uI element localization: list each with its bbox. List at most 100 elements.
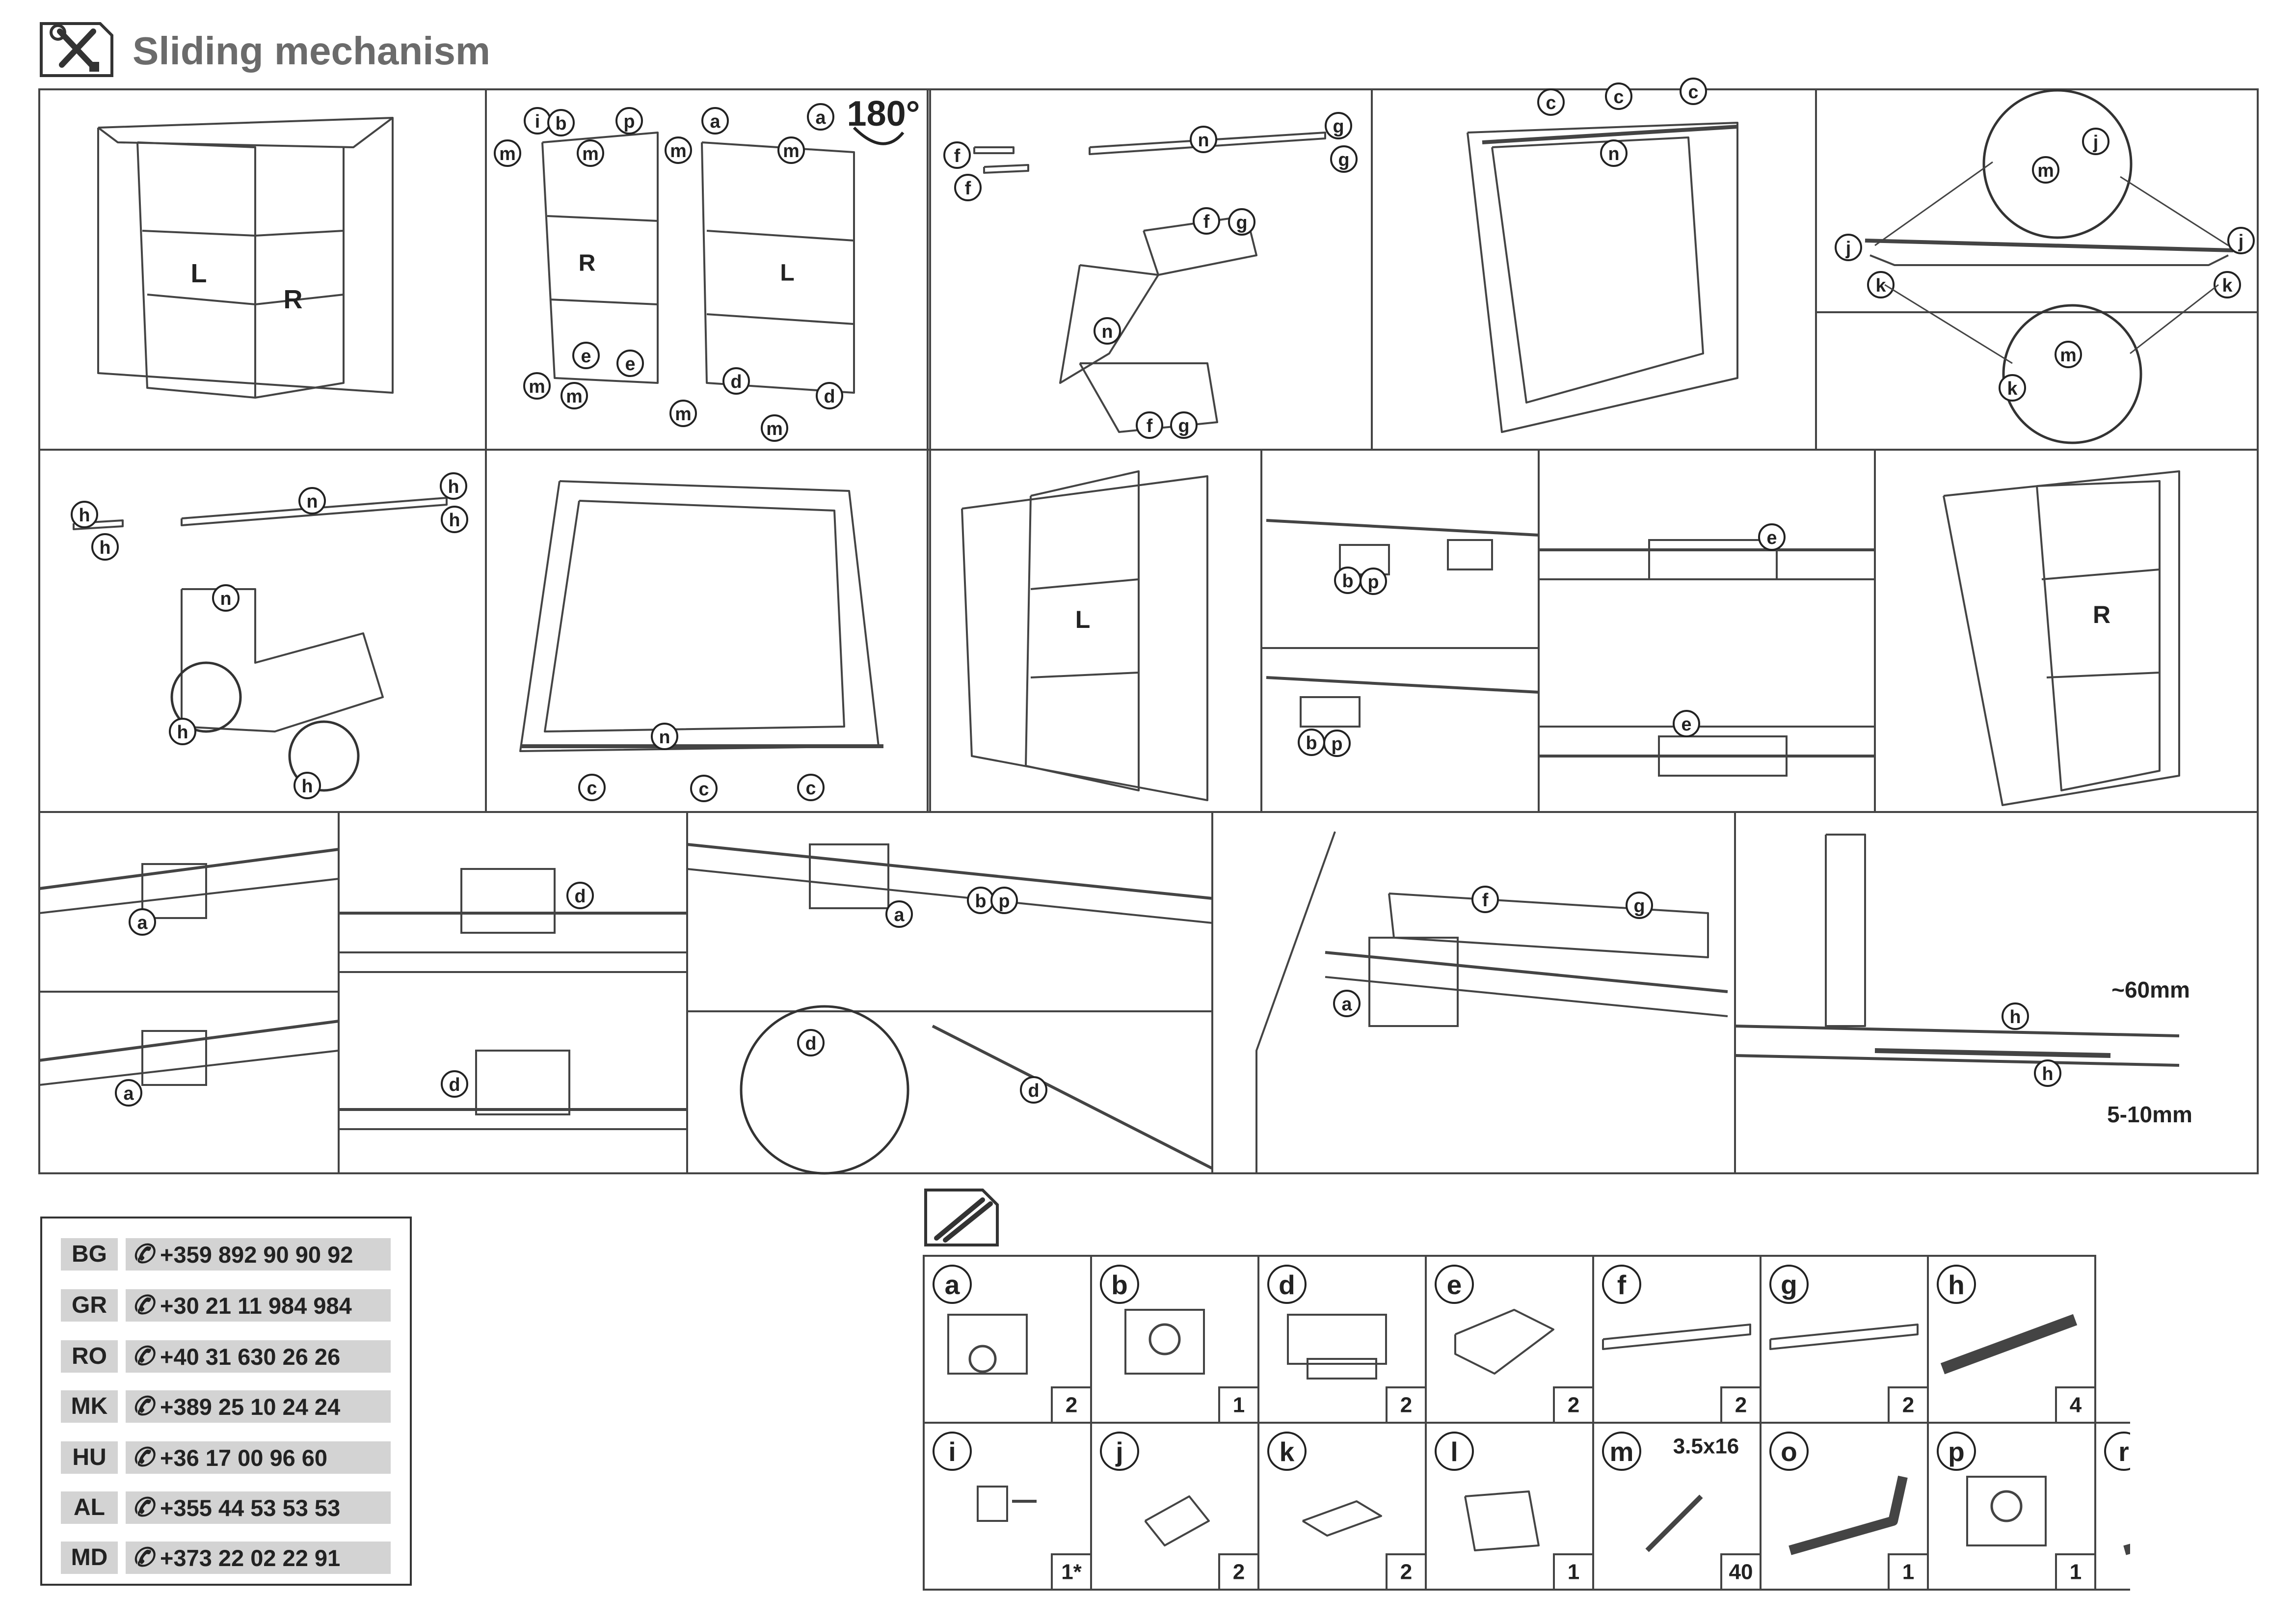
callout-letter: m (2060, 345, 2077, 365)
callout-d: d (566, 882, 594, 909)
wardrobe-body (97, 117, 394, 394)
callout-circle (2214, 271, 2241, 298)
callout-letter: b (1111, 1270, 1128, 1300)
callout-circle (616, 350, 644, 377)
callout-a: a (115, 1079, 142, 1107)
contact-list: BG✆+359 892 90 90 92 GR✆+30 21 11 984 98… (40, 1217, 412, 1586)
callout-b: b (1100, 1265, 1139, 1304)
callout-letter: b (1342, 570, 1353, 591)
rail-f (983, 164, 1029, 174)
part-l-plate (1464, 1490, 1540, 1551)
callout-f: f (943, 141, 971, 169)
callout-a: a (129, 908, 156, 936)
part-cell-h: h4 (1927, 1255, 2096, 1424)
callout-letter: h (2009, 1006, 2021, 1027)
callout-m: m (1602, 1432, 1641, 1471)
callout-circle (1680, 78, 1707, 105)
door-right (254, 147, 345, 399)
callout-circle (1673, 710, 1700, 737)
callout-circle (1330, 145, 1358, 173)
callout-letter: m (670, 140, 687, 161)
callout-p: p (1360, 568, 1387, 595)
callout-letter: m (1610, 1436, 1634, 1467)
callout-letter: d (449, 1074, 460, 1095)
callout-letter: g (1633, 895, 1645, 916)
callout-letter: i (948, 1436, 956, 1467)
callout-circle (578, 774, 606, 801)
callout-a: a (933, 1265, 972, 1304)
rail-line (687, 868, 1213, 924)
callout-letter: m (766, 418, 783, 439)
leader-line (1874, 161, 1993, 246)
callout-letter: a (1342, 994, 1353, 1014)
callout-n: n (1094, 317, 1121, 345)
callout-letter: p (1367, 571, 1379, 592)
callout-e: e (1673, 710, 1700, 737)
part-cell-k: k2 (1257, 1422, 1427, 1591)
step-panel (1734, 811, 2259, 1174)
callout-circle (761, 414, 788, 442)
callout-circle (577, 139, 604, 167)
callout-h: h (440, 472, 467, 500)
callout-letter: j (1845, 238, 1851, 258)
phone-text: +389 25 10 24 24 (160, 1394, 341, 1420)
callout-d: d (441, 1070, 468, 1098)
callout-b: b (967, 887, 994, 914)
callout-circle (2002, 1002, 2029, 1030)
phone-text: +373 22 02 22 91 (160, 1545, 341, 1571)
callout-circle (547, 109, 575, 136)
rail-profile (1079, 362, 1218, 433)
step-panel (1874, 449, 2259, 813)
callout-letter: m (783, 140, 800, 161)
callout-letter: h (449, 510, 460, 530)
callout-circle (91, 533, 119, 561)
step-panel (338, 811, 688, 1174)
part-qty: 40 (1729, 1560, 1753, 1584)
phone-text: +30 21 11 984 984 (160, 1293, 352, 1319)
door-l-outline (701, 141, 855, 394)
callout-letter: a (137, 912, 148, 933)
part-k-block (1302, 1500, 1382, 1537)
callout-circle (561, 382, 588, 409)
step-panel (1211, 811, 1736, 1174)
callout-circle (572, 342, 600, 369)
callout-m: m (2055, 341, 2082, 368)
callout-letter: m (675, 404, 692, 424)
callout-circle (1999, 374, 2026, 402)
callout-letter: c (1546, 92, 1556, 113)
callout-circle (1626, 892, 1653, 919)
phone-icon: ✆ (132, 1543, 154, 1572)
part-j-block (1144, 1495, 1210, 1546)
door-left (1025, 470, 1140, 791)
callout-n: n (298, 487, 326, 514)
phone-number: ✆+359 892 90 90 92 (126, 1238, 391, 1271)
phone-icon: ✆ (132, 1443, 154, 1472)
callout-letter: d (730, 371, 742, 392)
callout-circle (1267, 1265, 1307, 1304)
callout-letter: k (1876, 275, 1886, 296)
callout-letter: c (699, 779, 709, 799)
callout-circle (2227, 227, 2255, 254)
callout-circle (1602, 1432, 1641, 1471)
callout-d: d (722, 367, 750, 395)
callout-j: j (1100, 1432, 1139, 1471)
callout-h: h (71, 501, 98, 528)
callout-letter: f (1203, 211, 1210, 232)
runner-body (1368, 937, 1459, 1027)
rail-line (39, 878, 339, 914)
part-o-key (1789, 1475, 1908, 1555)
callout-letter: o (1781, 1436, 1797, 1467)
part-b-plate (1124, 1309, 1205, 1375)
rail-line (39, 848, 339, 890)
country-code: HU (61, 1441, 118, 1474)
door-stripe (706, 313, 854, 325)
callout-j: j (1835, 234, 1862, 261)
callout-letter: a (816, 107, 827, 128)
part-p-plate (1966, 1476, 2047, 1546)
callout-letter: h (99, 537, 110, 558)
callout-circle (1360, 568, 1387, 595)
callout-letter: e (625, 353, 636, 374)
carcass-outline (519, 480, 880, 752)
callout-letter: k (2222, 275, 2233, 296)
callout-circle (298, 487, 326, 514)
